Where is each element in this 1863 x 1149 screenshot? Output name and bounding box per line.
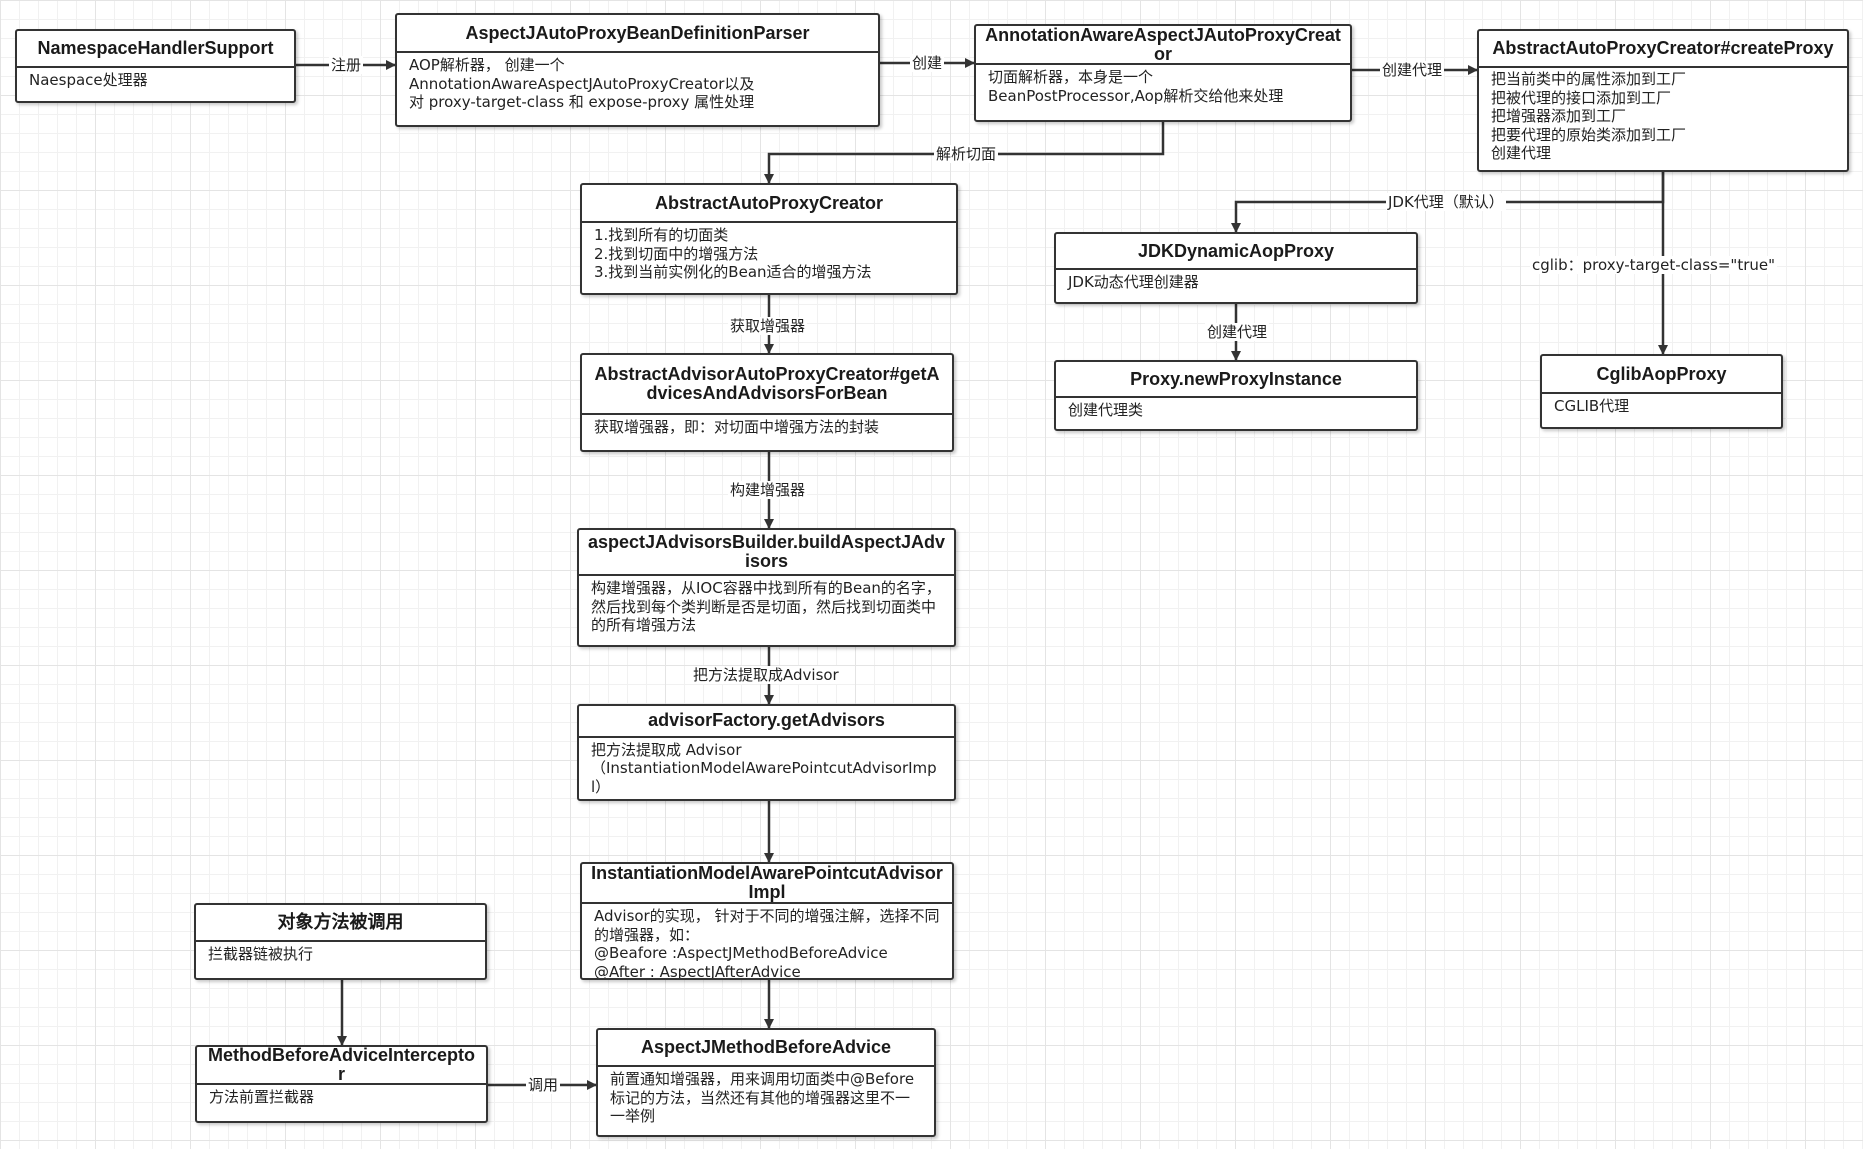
- node-advisor-factory[interactable]: advisorFactory.getAdvisors 把方法提取成 Adviso…: [577, 704, 956, 801]
- node-body: AOP解析器， 创建一个 AnnotationAwareAspectJAutoP…: [409, 56, 755, 111]
- edge-label-extract-advisor: 把方法提取成Advisor: [691, 666, 841, 684]
- node-advisor-auto-proxy-creator[interactable]: AbstractAdvisorAutoProxyCreator#getAdvic…: [580, 353, 954, 452]
- node-title: AbstractAutoProxyCreator: [582, 185, 956, 223]
- node-namespace-handler-support[interactable]: NamespaceHandlerSupport Naespace处理器: [15, 29, 296, 103]
- node-title: advisorFactory.getAdvisors: [579, 706, 954, 738]
- node-title: JDKDynamicAopProxy: [1056, 234, 1416, 270]
- node-proxy-new-instance[interactable]: Proxy.newProxyInstance 创建代理类: [1054, 360, 1418, 431]
- node-title: AspectJMethodBeforeAdvice: [598, 1030, 934, 1067]
- edge-label-get-advisors: 获取增强器: [728, 317, 808, 335]
- node-abstract-auto-proxy-creator[interactable]: AbstractAutoProxyCreator 1.找到所有的切面类 2.找到…: [580, 183, 958, 295]
- node-aspectj-parser[interactable]: AspectJAutoProxyBeanDefinitionParser AOP…: [395, 13, 880, 127]
- node-body: 拦截器链被执行: [208, 945, 314, 963]
- node-body: 1.找到所有的切面类 2.找到切面中的增强方法 3.找到当前实例化的Bean适合…: [594, 226, 872, 281]
- node-body: 获取增强器，即：对切面中增强方法的封装: [594, 418, 880, 436]
- node-body: Naespace处理器: [29, 71, 148, 89]
- node-pointcut-advisor-impl[interactable]: InstantiationModelAwarePointcutAdvisorIm…: [580, 862, 954, 980]
- node-create-proxy[interactable]: AbstractAutoProxyCreator#createProxy 把当前…: [1477, 29, 1849, 172]
- node-title: AspectJAutoProxyBeanDefinitionParser: [397, 15, 878, 53]
- node-advisors-builder[interactable]: aspectJAdvisorsBuilder.buildAspectJAdvis…: [577, 528, 956, 647]
- node-body: Advisor的实现， 针对于不同的增强注解，选择不同的增强器，如： @Beaf…: [594, 907, 940, 980]
- node-body: 前置通知增强器，用来调用切面类中@Before标记的方法，当然还有其他的增强器这…: [610, 1070, 915, 1125]
- node-title: NamespaceHandlerSupport: [17, 31, 294, 68]
- node-title: Proxy.newProxyInstance: [1056, 362, 1416, 398]
- node-title: CglibAopProxy: [1542, 356, 1781, 394]
- node-body: 把方法提取成 Advisor （InstantiationModelAwareP…: [591, 740, 937, 796]
- node-title: MethodBeforeAdviceInterceptor: [197, 1047, 486, 1085]
- node-body: CGLIB代理: [1554, 397, 1630, 415]
- node-title: 对象方法被调用: [196, 905, 485, 942]
- node-method-before-interceptor[interactable]: MethodBeforeAdviceInterceptor 方法前置拦截器: [195, 1045, 488, 1123]
- node-body: JDK动态代理创建器: [1068, 273, 1199, 291]
- node-body: 构建增强器，从IOC容器中找到所有的Bean的名字，然后找到每个类判断是否是切面…: [591, 579, 941, 634]
- node-cglib-aop-proxy[interactable]: CglibAopProxy CGLIB代理: [1540, 354, 1783, 429]
- edge-label-build-advisors: 构建增强器: [728, 481, 808, 499]
- node-title: AbstractAdvisorAutoProxyCreator#getAdvic…: [582, 355, 952, 415]
- edge-label-parse-aspect: 解析切面: [934, 145, 999, 163]
- edge-label-invoke: 调用: [526, 1076, 561, 1094]
- node-body: 创建代理类: [1068, 401, 1144, 419]
- edge-label-jdk-default: JDK代理（默认）: [1386, 193, 1506, 211]
- edge-label-jdk-create-proxy: 创建代理: [1205, 323, 1270, 341]
- edge-label-create-proxy: 创建代理: [1380, 61, 1445, 79]
- node-annotation-aware-creator[interactable]: AnnotationAwareAspectJAutoProxyCreator 切…: [974, 24, 1352, 122]
- node-body: 把当前类中的属性添加到工厂 把被代理的接口添加到工厂 把增强器添加到工厂 把要代…: [1491, 70, 1687, 162]
- node-aspectj-before-advice[interactable]: AspectJMethodBeforeAdvice 前置通知增强器，用来调用切面…: [596, 1028, 936, 1137]
- edge-label-create: 创建: [910, 54, 945, 72]
- node-title: aspectJAdvisorsBuilder.buildAspectJAdvis…: [579, 530, 954, 576]
- node-title: InstantiationModelAwarePointcutAdvisorIm…: [582, 864, 952, 904]
- node-title: AbstractAutoProxyCreator#createProxy: [1479, 31, 1847, 68]
- node-body: 切面解析器，本身是一个 BeanPostProcessor,Aop解析交给他来处…: [988, 68, 1284, 105]
- node-jdk-dynamic-aop-proxy[interactable]: JDKDynamicAopProxy JDK动态代理创建器: [1054, 232, 1418, 304]
- edge-label-cglib-condition: cglib：proxy-target-class="true": [1530, 256, 1778, 274]
- node-method-invoked[interactable]: 对象方法被调用 拦截器链被执行: [194, 903, 487, 980]
- node-body: 方法前置拦截器: [209, 1088, 315, 1106]
- node-title: AnnotationAwareAspectJAutoProxyCreator: [976, 26, 1350, 65]
- edge-label-register: 注册: [329, 56, 364, 74]
